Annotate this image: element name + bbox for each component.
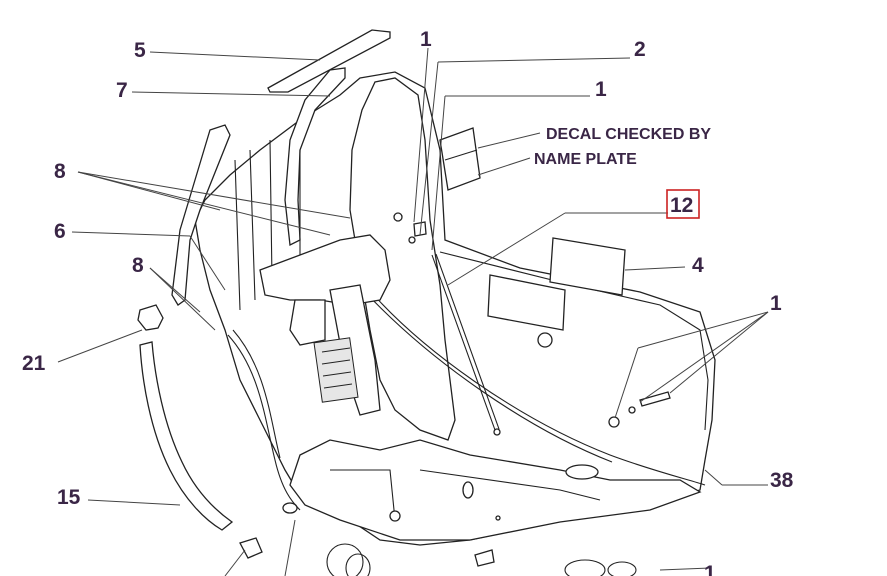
callout-1-top: 1 bbox=[420, 28, 432, 51]
callout-1-right: 1 bbox=[595, 78, 607, 101]
callout-12: 12 bbox=[670, 194, 693, 217]
callout-8-lower: 8 bbox=[132, 254, 144, 277]
callout-15: 15 bbox=[57, 486, 81, 509]
decal-checked-by-note: DECAL CHECKED BY bbox=[546, 126, 711, 143]
callout-5: 5 bbox=[134, 39, 146, 62]
callout-4: 4 bbox=[692, 254, 704, 277]
callout-21: 21 bbox=[22, 352, 46, 375]
name-plate-note: NAME PLATE bbox=[534, 151, 637, 168]
callout-1-bottom: 1 bbox=[704, 562, 716, 576]
callout-12-highlight-box bbox=[666, 189, 700, 219]
callout-1-side: 1 bbox=[770, 292, 782, 315]
seat-shell-drawing bbox=[137, 29, 716, 576]
callout-7: 7 bbox=[116, 79, 128, 102]
callout-labels: 5 7 8 6 8 21 15 1 2 1 DECAL CHECKED BY N… bbox=[22, 28, 794, 576]
callout-8-upper: 8 bbox=[54, 160, 66, 183]
callout-38: 38 bbox=[770, 469, 794, 492]
leader-lines bbox=[57, 47, 769, 576]
callout-2: 2 bbox=[634, 38, 646, 61]
callout-6: 6 bbox=[54, 220, 66, 243]
